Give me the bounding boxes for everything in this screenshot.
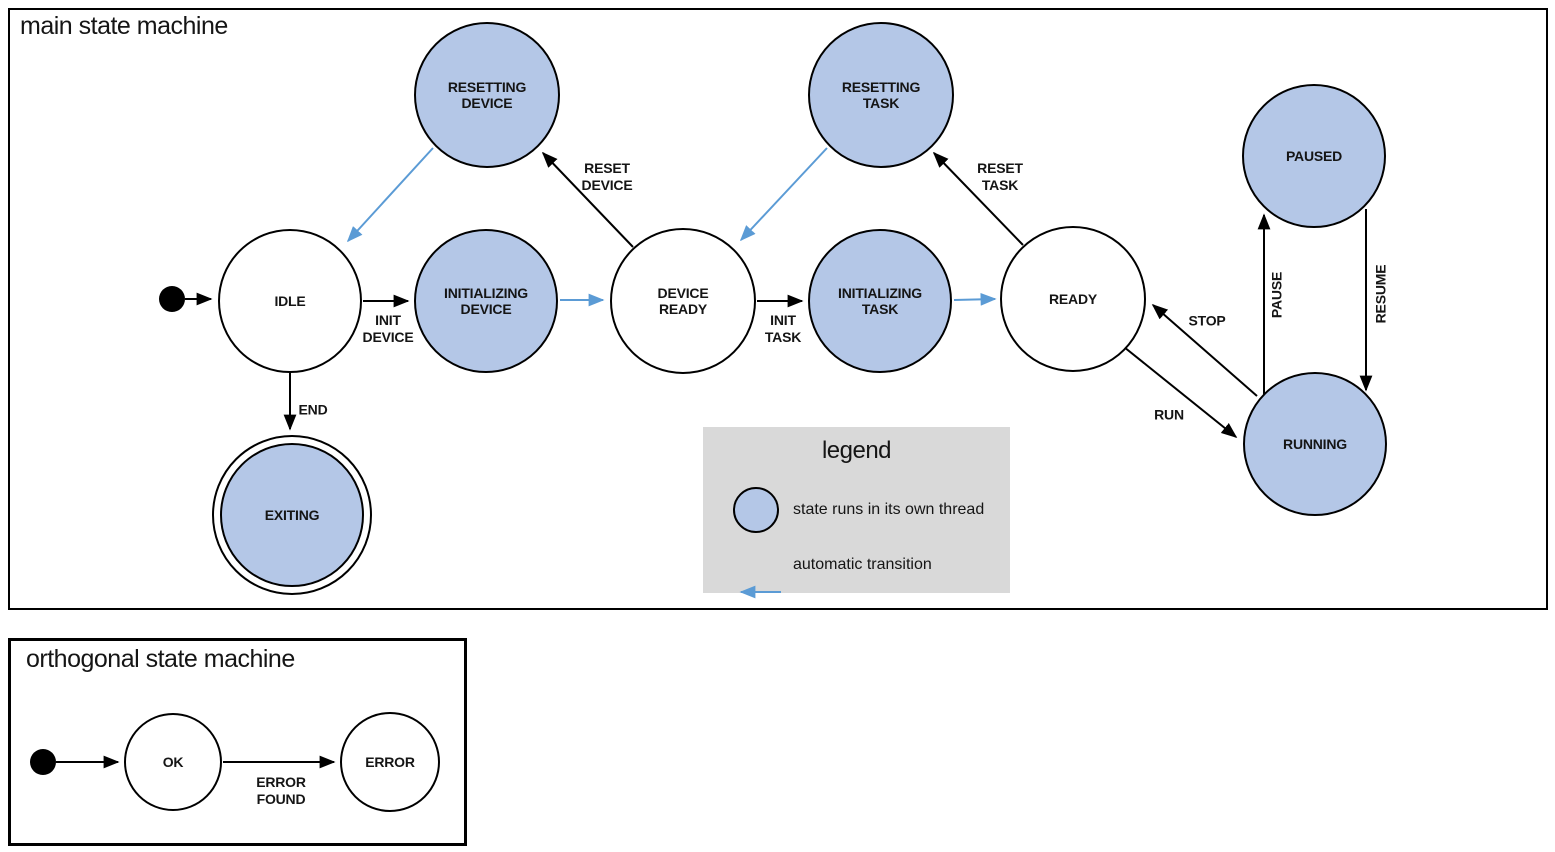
label-init-device: INIT DEVICE (362, 312, 414, 345)
label-reset-device: RESET DEVICE (581, 160, 633, 193)
state-idle: IDLE (218, 229, 362, 373)
state-resetting-device: RESETTING DEVICE (414, 22, 560, 168)
label-init-task: INIT TASK (764, 312, 802, 345)
state-initializing-task: INITIALIZING TASK (808, 229, 952, 373)
threaded-state-circle-icon (733, 487, 779, 533)
state-ready: READY (1000, 226, 1146, 372)
label-stop: STOP (1188, 312, 1226, 329)
automatic-transition-arrow-icon (739, 585, 781, 599)
label-pause: PAUSE (1268, 271, 1285, 319)
legend-title: legend (821, 437, 892, 464)
initial-state-dot-main (159, 286, 185, 312)
state-exiting: EXITING (220, 443, 364, 587)
state-device-ready: DEVICE READY (610, 228, 756, 374)
label-resume: RESUME (1372, 264, 1389, 324)
legend-item-threaded-label: state runs in its own thread (793, 501, 985, 518)
state-running: RUNNING (1243, 372, 1387, 516)
state-error: ERROR (340, 712, 440, 812)
label-run: RUN (1154, 406, 1184, 423)
state-initializing-device: INITIALIZING DEVICE (414, 229, 558, 373)
legend-item-auto-transition-label: automatic transition (793, 556, 932, 573)
state-ok: OK (124, 713, 222, 811)
main-panel-title: main state machine (20, 12, 228, 40)
label-error-found: ERROR FOUND (256, 774, 306, 807)
state-resetting-task: RESETTING TASK (808, 22, 954, 168)
label-reset-task: RESET TASK (977, 160, 1023, 193)
legend-panel: legend state runs in its own thread auto… (703, 427, 1010, 599)
label-end: END (298, 401, 328, 418)
orthogonal-panel-title: orthogonal state machine (26, 645, 295, 673)
state-paused: PAUSED (1242, 84, 1386, 228)
initial-state-dot-orthogonal (30, 749, 56, 775)
